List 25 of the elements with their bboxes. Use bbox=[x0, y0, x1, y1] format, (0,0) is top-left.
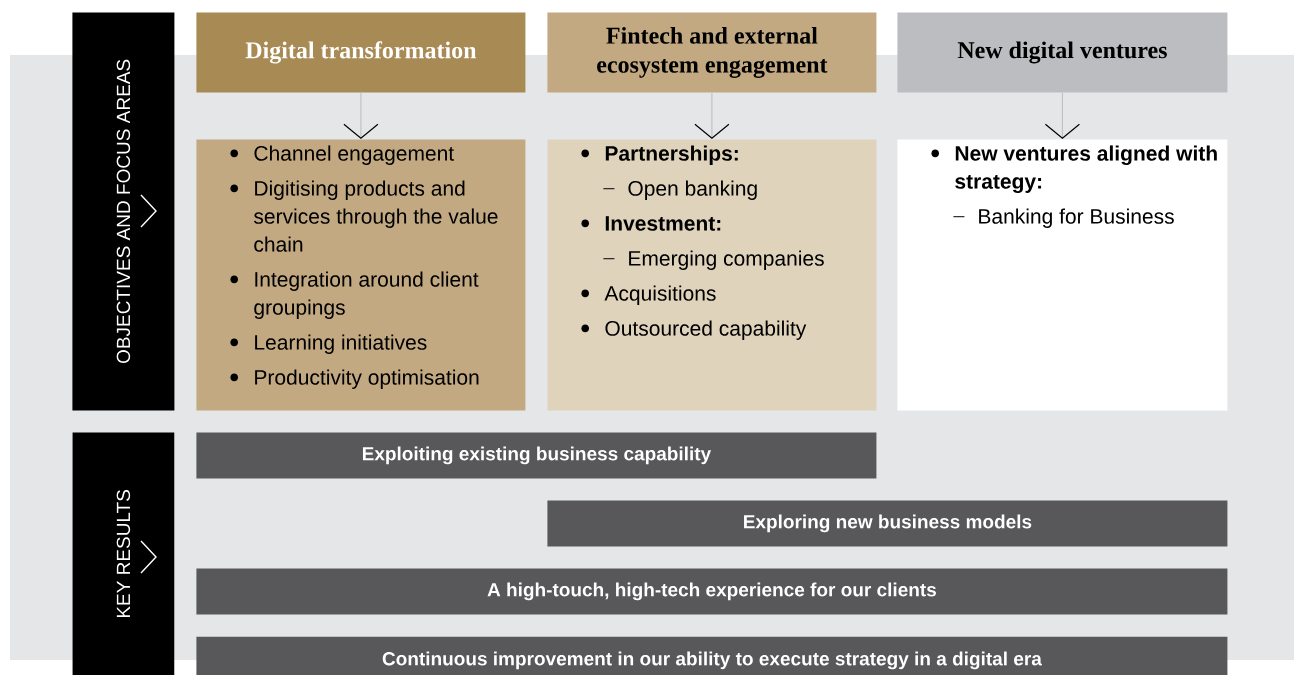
header-box: Digital transformation bbox=[196, 12, 526, 93]
side-label-bar: KEY RESULTS bbox=[72, 432, 175, 675]
list-box bbox=[897, 139, 1228, 411]
bullet-item: Productivity optimisation bbox=[230, 369, 479, 389]
bullet-item: Acquisitions bbox=[581, 285, 716, 305]
bullet-item: Learning initiatives bbox=[230, 334, 427, 354]
sub-item: Banking for Business bbox=[952, 208, 1174, 228]
list-box bbox=[547, 139, 877, 411]
list-box bbox=[196, 139, 526, 411]
result-bar: Exploring new business models bbox=[547, 500, 1228, 547]
result-bar: Continuous improvement in our ability to execute strategy in a digital era bbox=[196, 636, 1228, 675]
bullet-item: Digitising products and services through the value chain bbox=[230, 180, 498, 252]
bullet-item: Channel engagement bbox=[230, 145, 454, 165]
result-bar: Exploiting existing business capability bbox=[196, 432, 877, 479]
bullet-item: New ventures aligned with strategy: bbox=[931, 145, 1217, 194]
bullet-item: Investment: bbox=[581, 216, 721, 231]
result-bar: A high-touch, high-tech experience for our clients bbox=[196, 568, 1228, 615]
header-box: New digital ventures bbox=[897, 12, 1228, 93]
header-box: Fintech and external ecosystem engagement bbox=[547, 12, 877, 93]
sub-item: Emerging companies bbox=[602, 250, 824, 270]
bullet-item: Integration around client groupings bbox=[230, 271, 479, 319]
bullet-item: Outsourced capability bbox=[581, 320, 807, 340]
side-label-bar: OBJECTIVES AND FOCUS AREAS bbox=[72, 12, 175, 411]
sub-item: Open banking bbox=[602, 180, 757, 200]
bullet-item: Partnerships: bbox=[581, 145, 738, 165]
